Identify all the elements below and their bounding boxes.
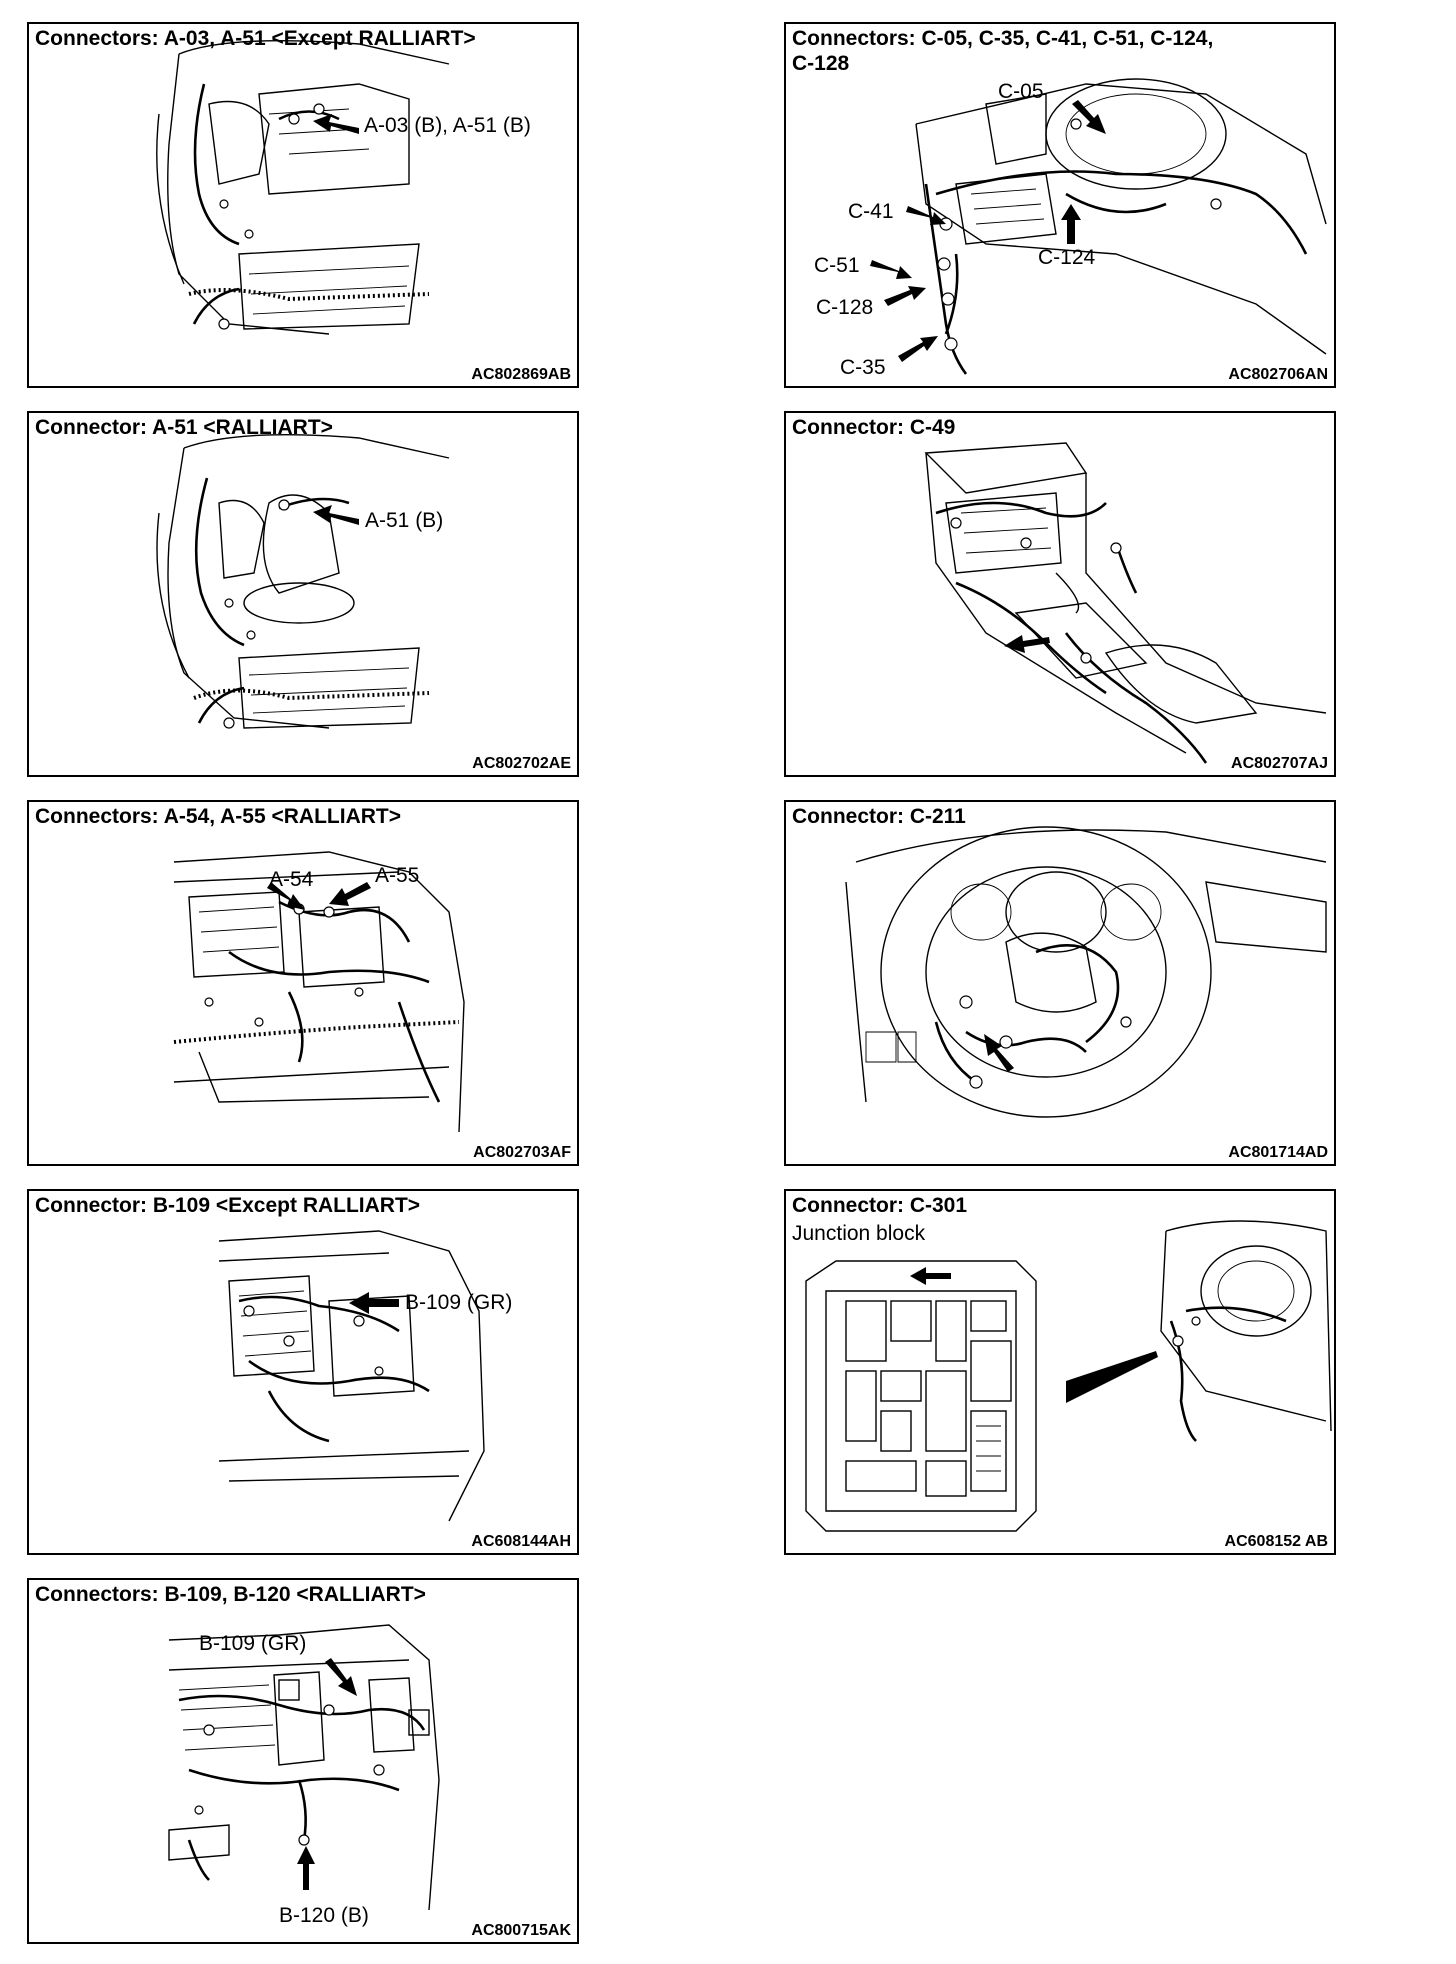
figure-code: AC801714AD	[1228, 1144, 1328, 1161]
a51-pointer-arrow	[313, 505, 359, 525]
a55-pointer-arrow	[329, 882, 371, 906]
figure-code: AC802706AN	[1228, 366, 1328, 383]
callout-c41: C-41	[848, 200, 894, 223]
figure-code: AC608152 AB	[1224, 1533, 1328, 1550]
b120-pointer-arrow	[297, 1846, 315, 1890]
engine-bay-illustration: A-03 (B), A-51 (B)	[156, 39, 531, 335]
panel-c05-c35-c41-c51-c124-c128: C-05 C-41 C-124 C-51 C-128 C-35 Connecto…	[784, 22, 1336, 388]
callout-a03-a51: A-03 (B), A-51 (B)	[364, 114, 531, 137]
panel-title: Connectors: A-54, A-55 <RALLIART>	[35, 805, 401, 828]
panel-b109: B-109 (GR) Connector: B-109 <Except RALL…	[27, 1189, 579, 1555]
panel-b109-b120: B-109 (GR) B-120 (B) Connectors: B-109, …	[27, 1578, 579, 1944]
callout-b109: B-109 (GR)	[199, 1632, 306, 1655]
c301-pointer-arrow	[910, 1267, 951, 1285]
panel-title: Connector: B-109 <Except RALLIART>	[35, 1194, 421, 1217]
callout-b120: B-120 (B)	[279, 1904, 369, 1927]
figure-code: AC608144AH	[471, 1533, 571, 1550]
center-console-illustration	[924, 442, 1327, 764]
panel-a54-a55: A-54 A-55 Connectors: A-54, A-55 <RALLIA…	[27, 800, 579, 1166]
a54-pointer-arrow	[267, 882, 305, 910]
c49-pointer-arrow	[1004, 635, 1050, 653]
b109-pointer-arrow	[325, 1658, 357, 1696]
callout-b109: B-109 (GR)	[405, 1291, 512, 1314]
panel-title: Connectors: A-03, A-51 <Except RALLIART>	[35, 27, 476, 50]
panel-c211: Connector: C-211 AC801714AD	[784, 800, 1336, 1166]
figure-code: AC802869AB	[471, 366, 571, 383]
figure-code: AC800715AK	[471, 1922, 571, 1939]
a03-a51-pointer-arrow	[313, 114, 359, 134]
callout-a54: A-54	[269, 868, 314, 891]
c211-pointer-arrow	[984, 1034, 1014, 1072]
figure-code: AC802703AF	[473, 1144, 571, 1161]
engine-bay-illustration: A-51 (B)	[156, 433, 450, 729]
callout-c128: C-128	[816, 296, 873, 319]
dashboard-illustration: C-05 C-41 C-124 C-51 C-128 C-35	[814, 78, 1327, 379]
callout-c35: C-35	[840, 356, 886, 379]
panel-title: Connector: A-51 <RALLIART>	[35, 416, 333, 439]
engine-bay-illustration: B-109 (GR)	[218, 1230, 512, 1522]
steering-wheel-illustration	[845, 826, 1327, 1118]
panel-title: Connectors: B-109, B-120 <RALLIART>	[35, 1583, 426, 1606]
panel-a51-ralliart: A-51 (B) Connector: A-51 <RALLIART> AC80…	[27, 411, 579, 777]
panel-a03-a51: A-03 (B), A-51 (B) Connectors: A-03, A-5…	[27, 22, 579, 388]
junction-block-leader	[1066, 1351, 1158, 1403]
b109-pointer-arrow	[349, 1292, 399, 1314]
panel-title: Connectors: C-05, C-35, C-41, C-51, C-12…	[792, 27, 1214, 75]
panel-title: Connector: C-301	[792, 1194, 968, 1217]
panel-c49: Connector: C-49 AC802707AJ	[784, 411, 1336, 777]
panel-subtitle: Junction block	[792, 1222, 926, 1245]
panel-title: Connector: C-211	[792, 805, 966, 828]
callout-a55: A-55	[375, 864, 419, 887]
callout-c05: C-05	[998, 80, 1044, 103]
callout-c51: C-51	[814, 254, 860, 277]
figure-code: AC802707AJ	[1231, 755, 1328, 772]
callout-c124: C-124	[1038, 246, 1096, 269]
figure-code: AC802702AE	[472, 755, 571, 772]
engine-bay-illustration: B-109 (GR) B-120 (B)	[168, 1624, 440, 1927]
panel-c301: Connector: C-301 Junction block AC608152…	[784, 1189, 1336, 1555]
junction-block-illustration	[805, 1220, 1332, 1532]
panel-title: Connector: C-49	[792, 416, 956, 439]
callout-a51: A-51 (B)	[365, 509, 443, 532]
engine-bay-illustration: A-54 A-55	[173, 851, 465, 1133]
